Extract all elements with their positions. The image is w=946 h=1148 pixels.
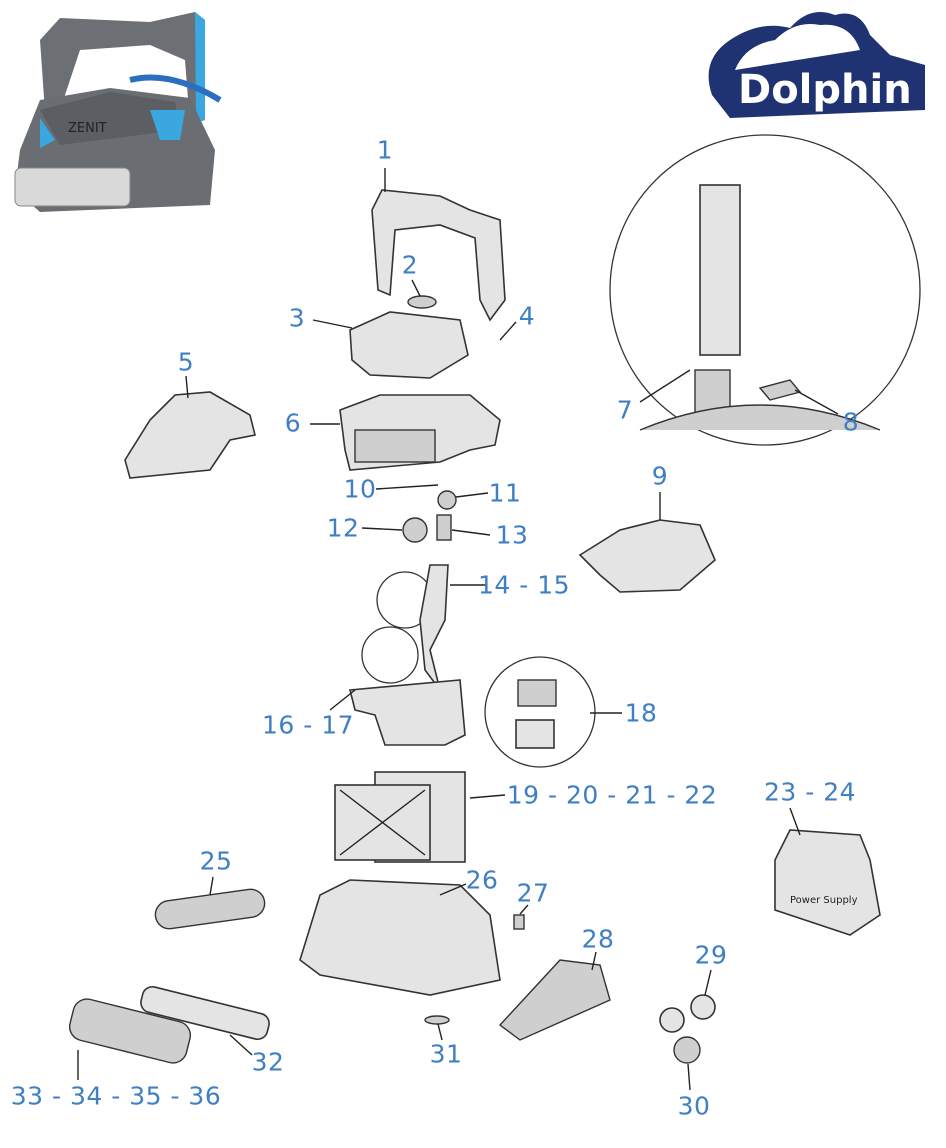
part-handle	[371, 189, 506, 322]
part-small-track	[154, 888, 266, 930]
callout-25: 25	[199, 846, 233, 876]
callout-6: 6	[284, 408, 302, 438]
callout-23-24: 23 - 24	[763, 777, 857, 807]
part-bracket	[758, 379, 802, 401]
robot-cleaner-photo: ZENIT	[14, 12, 222, 212]
callout-28: 28	[581, 924, 615, 954]
callout-11: 11	[488, 478, 522, 508]
callout-29: 29	[694, 940, 728, 970]
part-washer	[424, 1015, 450, 1025]
callout-18: 18	[624, 698, 658, 728]
callout-7: 7	[616, 395, 634, 425]
callout-4: 4	[518, 301, 536, 331]
detail-circle-floats	[484, 656, 596, 768]
part-roller-axle	[140, 985, 270, 1041]
callout-26: 26	[465, 865, 499, 895]
part-gear	[673, 1036, 701, 1064]
logo-text: Dolphin	[738, 67, 912, 113]
callout-2: 2	[401, 250, 419, 280]
callout-12: 12	[326, 513, 360, 543]
part-pin	[513, 914, 525, 930]
part-chassis	[299, 879, 501, 996]
part-power-supply: Power Supply	[774, 829, 881, 936]
callout-31: 31	[429, 1039, 463, 1069]
part-brush	[68, 998, 192, 1064]
power-supply-text: Power Supply	[790, 895, 858, 906]
part-clip	[407, 295, 437, 309]
callout-16-17: 16 - 17	[261, 710, 355, 740]
part-filters	[334, 771, 466, 863]
part-top-cover	[349, 311, 469, 379]
part-motor-shaft	[419, 564, 449, 691]
callout-5: 5	[177, 347, 195, 377]
model-badge: ZENIT	[68, 121, 107, 136]
callout-27: 27	[516, 878, 550, 908]
part-side-panel	[124, 391, 256, 479]
part-float	[517, 679, 557, 707]
callout-33-36: 33 - 34 - 35 - 36	[10, 1081, 222, 1111]
callout-14-15: 14 - 15	[477, 570, 571, 600]
callout-19-22: 19 - 20 - 21 - 22	[506, 780, 718, 810]
callout-1: 1	[376, 135, 394, 165]
part-bearing	[659, 1007, 685, 1033]
callout-9: 9	[651, 461, 669, 491]
part-spring	[436, 514, 452, 541]
callout-32: 32	[251, 1047, 285, 1077]
callout-3: 3	[288, 303, 306, 333]
dolphin-logo: Dolphin	[708, 11, 925, 119]
callout-30: 30	[677, 1091, 711, 1121]
part-motor-unit	[348, 679, 466, 746]
callout-8: 8	[842, 407, 860, 437]
part-impeller	[402, 517, 428, 543]
callout-10: 10	[343, 474, 377, 504]
part-swivel-cap	[437, 490, 457, 510]
part-swivel	[699, 184, 741, 356]
detail-circle-swivel	[609, 134, 921, 446]
part-drive-track	[498, 959, 611, 1041]
callout-13: 13	[495, 520, 529, 550]
part-side-cover	[578, 519, 716, 593]
